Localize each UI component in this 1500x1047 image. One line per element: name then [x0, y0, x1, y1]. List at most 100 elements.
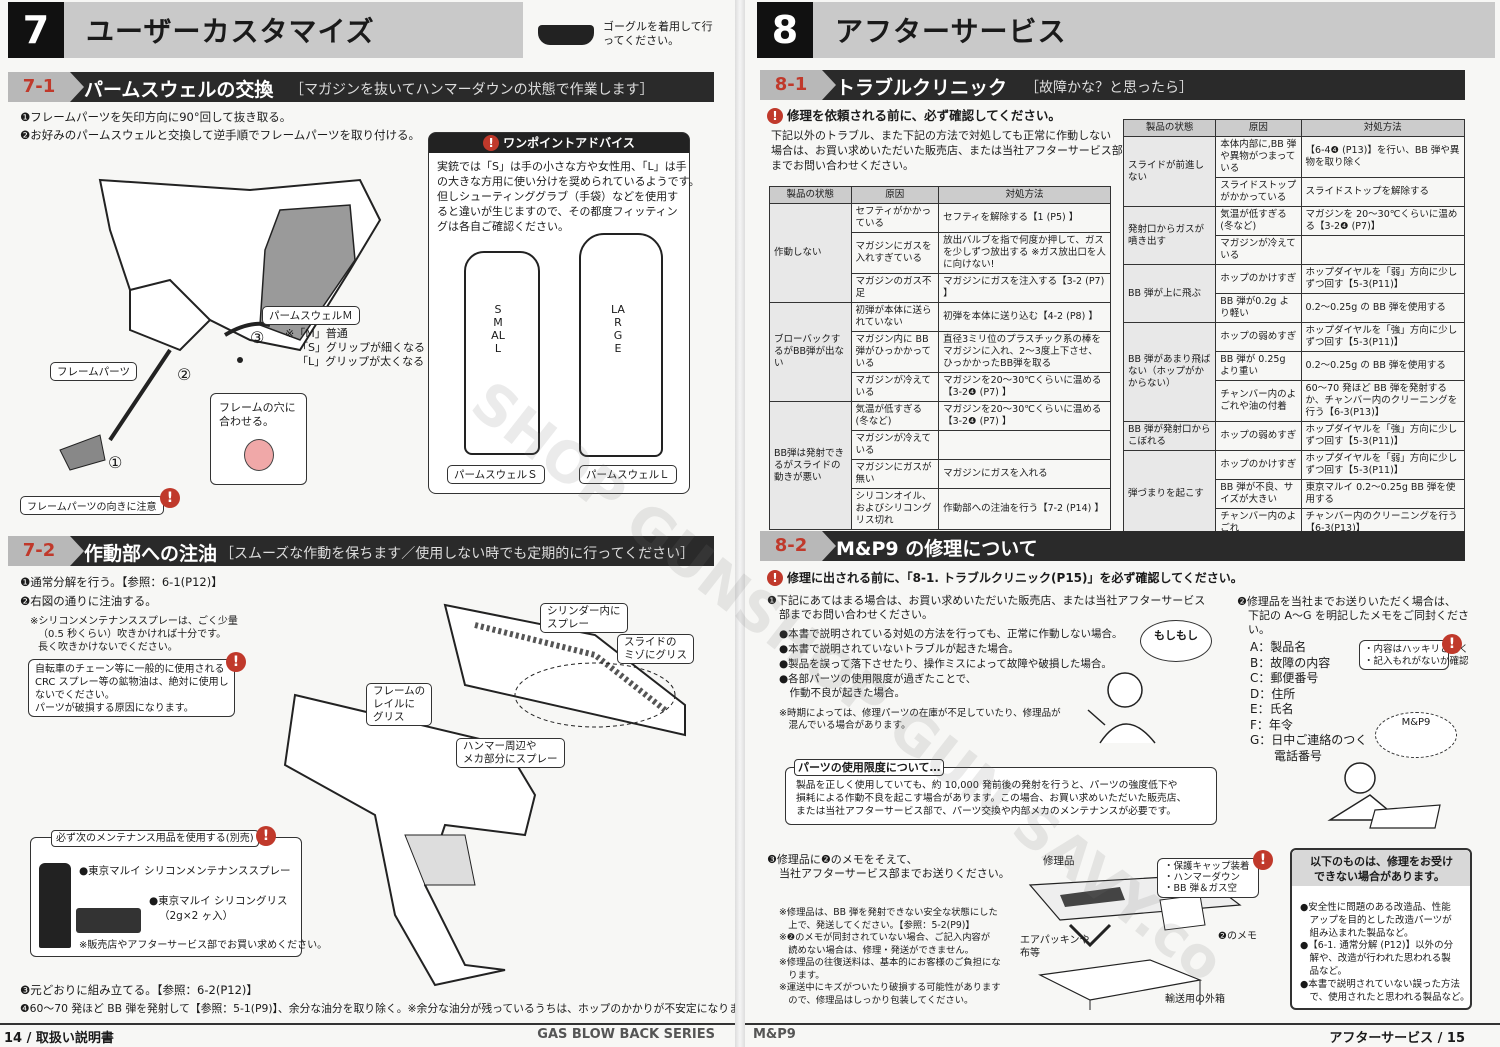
table-header: 原因	[1215, 119, 1302, 137]
cause-cell: 気温が低すぎる(冬など)	[850, 401, 940, 431]
table-row: スライドが前進しない本体内部に,BB 弾や異物がつまっている【6-4❹ (P13…	[1122, 136, 1466, 207]
warning-icon: !	[767, 570, 783, 586]
section-number: 8-2	[760, 531, 836, 561]
step-text: ❷お好みのパームスウェルと交換して逆手順でフレームパーツを取り付ける。	[20, 128, 421, 142]
air-packing-label: 布等	[1020, 948, 1040, 959]
confirm-heading: !修理に出される前に、「8-1. トラブルクリニック(P15)」を必ず確認してく…	[767, 570, 1243, 586]
shipping-illustration	[1028, 874, 1242, 1010]
cause-cell: マガジンにガスを入れすぎている	[850, 232, 940, 274]
person-writing-icon	[1327, 762, 1441, 829]
remedy-cell: 放出バルブを指で何度か押して、ガスを少しずつ放出する ※ガス放出口を人に向けない…	[938, 232, 1111, 274]
table-header: 製品の状態	[769, 186, 852, 204]
advice-line: グは各自ご確認ください。	[437, 220, 569, 233]
remedy-cell: 作動部への注油を行う【7-2 (P14) 】	[938, 488, 1111, 530]
warning-icon: !	[256, 826, 276, 846]
spray-note: 長く吹きかけないでください。	[38, 642, 178, 653]
list-item: ※❷のメモが同封されていない場合、ご記入内容が	[779, 932, 991, 943]
list-item: A：製品名	[1250, 640, 1307, 654]
product-state-cell: スライドが前進しない	[1122, 136, 1217, 207]
cause-cell: マガジン内に BB 弾がひっかかっている	[850, 331, 940, 373]
intro-line: 下記以外のトラブル、また下記の方法で対処しても正常に作動しない	[771, 129, 1112, 142]
cause-cell: BB 弾が0.2g より軽い	[1215, 293, 1302, 323]
section-subtitle: ［マガジンを抜いてハンマーダウンの状態で作業します］	[290, 82, 654, 98]
person-phone-icon	[1087, 672, 1156, 744]
book-spine	[735, 0, 745, 1047]
outer-box-label: 輸送用の外箱	[1165, 994, 1225, 1005]
chapter-header: 8 アフターサービス	[757, 2, 1495, 58]
spray-can-icon	[39, 863, 71, 948]
product-state-cell: ブローバックするがBB弾が出ない	[769, 302, 852, 402]
cause-cell: BB 弾が不良、サイズが大きい	[1215, 479, 1302, 509]
palm-swell-s-label: パームスウェルＳ	[447, 465, 545, 484]
table-row: 作動しないセフティがかかっているセフティを解除する【1 (P5) 】	[769, 203, 1111, 303]
warning-icon: !	[1442, 634, 1462, 654]
memo-thought-bubble: M&P9	[1375, 712, 1457, 758]
list-item: 上で、発送してください。【参照：5-2(P9)】	[779, 919, 975, 931]
list-item: F：年令	[1250, 717, 1293, 732]
cause-cell: 本体内部に,BB 弾や異物がつまっている	[1215, 136, 1302, 178]
list-item: アップを目的とした改造パーツが	[1300, 914, 1452, 926]
warning-icon: !	[160, 488, 180, 508]
table-header: 対処方法	[938, 186, 1111, 204]
product-state-cell: BB弾は発射できるがスライドの動きが悪い	[769, 401, 852, 530]
palm-swell-l-drawing	[579, 233, 663, 457]
list-item: ※修理品の往復送料は、基本的にお客様のご負担にな	[779, 957, 1001, 968]
hole-icon	[244, 439, 274, 471]
product-state-cell: BB 弾が上に飛ぶ	[1122, 264, 1217, 323]
remedy-cell: セフティを解除する【1 (P5) 】	[938, 203, 1111, 233]
palm-note: 「L」グリップが太くなる	[297, 355, 425, 368]
list-item: 電話番号	[1250, 748, 1323, 763]
no-accept-box: 以下のものは、修理をお受け できない場合があります。 ●安全性に問題のある改造品…	[1290, 848, 1472, 1010]
table-row: BB 弾が不良、サイズが大きい東京マルイ 0.2〜0.25g BB 弾を使用する	[1124, 479, 1466, 509]
remedy-cell: マガジンを 20〜30℃くらいに温める【3-2❹ (P7)】	[1300, 206, 1466, 236]
step-text: ❹60〜70 発ほど BB 弾を発射して【参照：5-1(P9)】、余分な油分を取…	[20, 1002, 735, 1015]
product-state-cell: 弾づまりを起こす	[1122, 450, 1217, 538]
air-packing-label: エアパッキンや	[1020, 935, 1090, 946]
cause-cell: マガジンのガス不足	[850, 273, 940, 303]
circled-two: ②	[177, 365, 192, 384]
item2-line: い。	[1248, 623, 1270, 636]
footer-title: M&P9	[753, 1027, 796, 1042]
product-state-cell: 発射口からガスが噴き出す	[1122, 206, 1217, 265]
item2-line: ❷修理品を当社までお送りいただく場合は、	[1237, 595, 1456, 608]
remedy-cell: ホップダイヤルを「強」方向に少しずつ回す【5-3(P11)】	[1300, 421, 1466, 451]
spray-note: ※シリコンメンテナンススプレーは、ごく少量	[30, 616, 238, 627]
list-item: ●【6-1. 通常分解 (P12)】以外の分	[1300, 940, 1454, 952]
list-item: 組み込まれた製品など。	[1300, 927, 1414, 939]
cause-cell: マガジンが冷えている	[1215, 235, 1302, 265]
right-page: 8 アフターサービス 8-1 トラブルクリニック ［故障かな？と思ったら］ !修…	[745, 0, 1500, 1047]
speech-bubble: もしもし	[1140, 620, 1212, 662]
cause-cell: スライドストップがかかっている	[1215, 177, 1302, 207]
remedy-cell	[938, 430, 1111, 460]
remedy-cell: スライドストップを解除する	[1300, 177, 1466, 207]
item2-line: 下記の A〜G を明記したメモをご同封くださ	[1248, 609, 1470, 622]
section-title: パームスウェルの交換	[84, 79, 274, 101]
bullet-line: 作動不良が起きた場合。	[779, 687, 905, 699]
callout-cylinder: シリンダー内に スプレー	[540, 603, 628, 633]
timing-note: 混んでいる場合があります。	[779, 720, 911, 731]
callout-slide: スライドの ミゾにグリス	[617, 634, 694, 664]
list-item: ※修理品は、BB 弾を発射できない安全な状態にした	[779, 907, 998, 918]
orientation-note: フレームパーツの向きに注意	[20, 496, 164, 515]
table-row: マガジンにガスが無いマガジンにガスを入れる	[770, 459, 1111, 489]
step-text: ❶フレームパーツを矢印方向に90°回して抜き取る。	[20, 110, 292, 124]
callout-frame: フレームの レイルに グリス	[366, 683, 433, 726]
remedy-cell	[1300, 235, 1466, 265]
cause-cell: シリコンオイル、およびシリコングリス切れ	[850, 488, 940, 530]
intro-line: 場合は、お買い求めいただいた販売店、または当社アフターサービス部	[771, 144, 1123, 157]
memo2-label: ❷のメモ	[1218, 931, 1257, 942]
table-header: 製品の状態	[1122, 119, 1217, 137]
cause-cell: セフティがかかっている	[850, 203, 940, 233]
table-row: マガジンが冷えている	[1124, 235, 1466, 265]
table-header-row: 製品の状態原因対処方法	[769, 186, 1111, 204]
cause-cell: マガジンが冷えている	[850, 372, 940, 402]
callout-hammer: ハンマー周辺や メカ部分にスプレー	[456, 738, 565, 768]
list-item: D：住所	[1250, 686, 1296, 701]
memo-note-box: ・内容はハッキリと書く ・記入もれがないか確認	[1359, 640, 1469, 670]
grease-tube-icon	[76, 908, 141, 933]
product-state-cell: 作動しない	[769, 203, 852, 303]
bullet-line: ●本書で説明されている対処の方法を行っても、正常に作動しない場合。	[779, 628, 1123, 640]
advice-line: 但しシューティンググラブ（手袋）などを使用す	[437, 190, 679, 203]
table-row: BB 弾が上に飛ぶホップのかけすぎホップダイヤルを「弱」方向に少しずつ回す【5-…	[1122, 264, 1466, 323]
chapter-number: 7	[8, 2, 64, 58]
